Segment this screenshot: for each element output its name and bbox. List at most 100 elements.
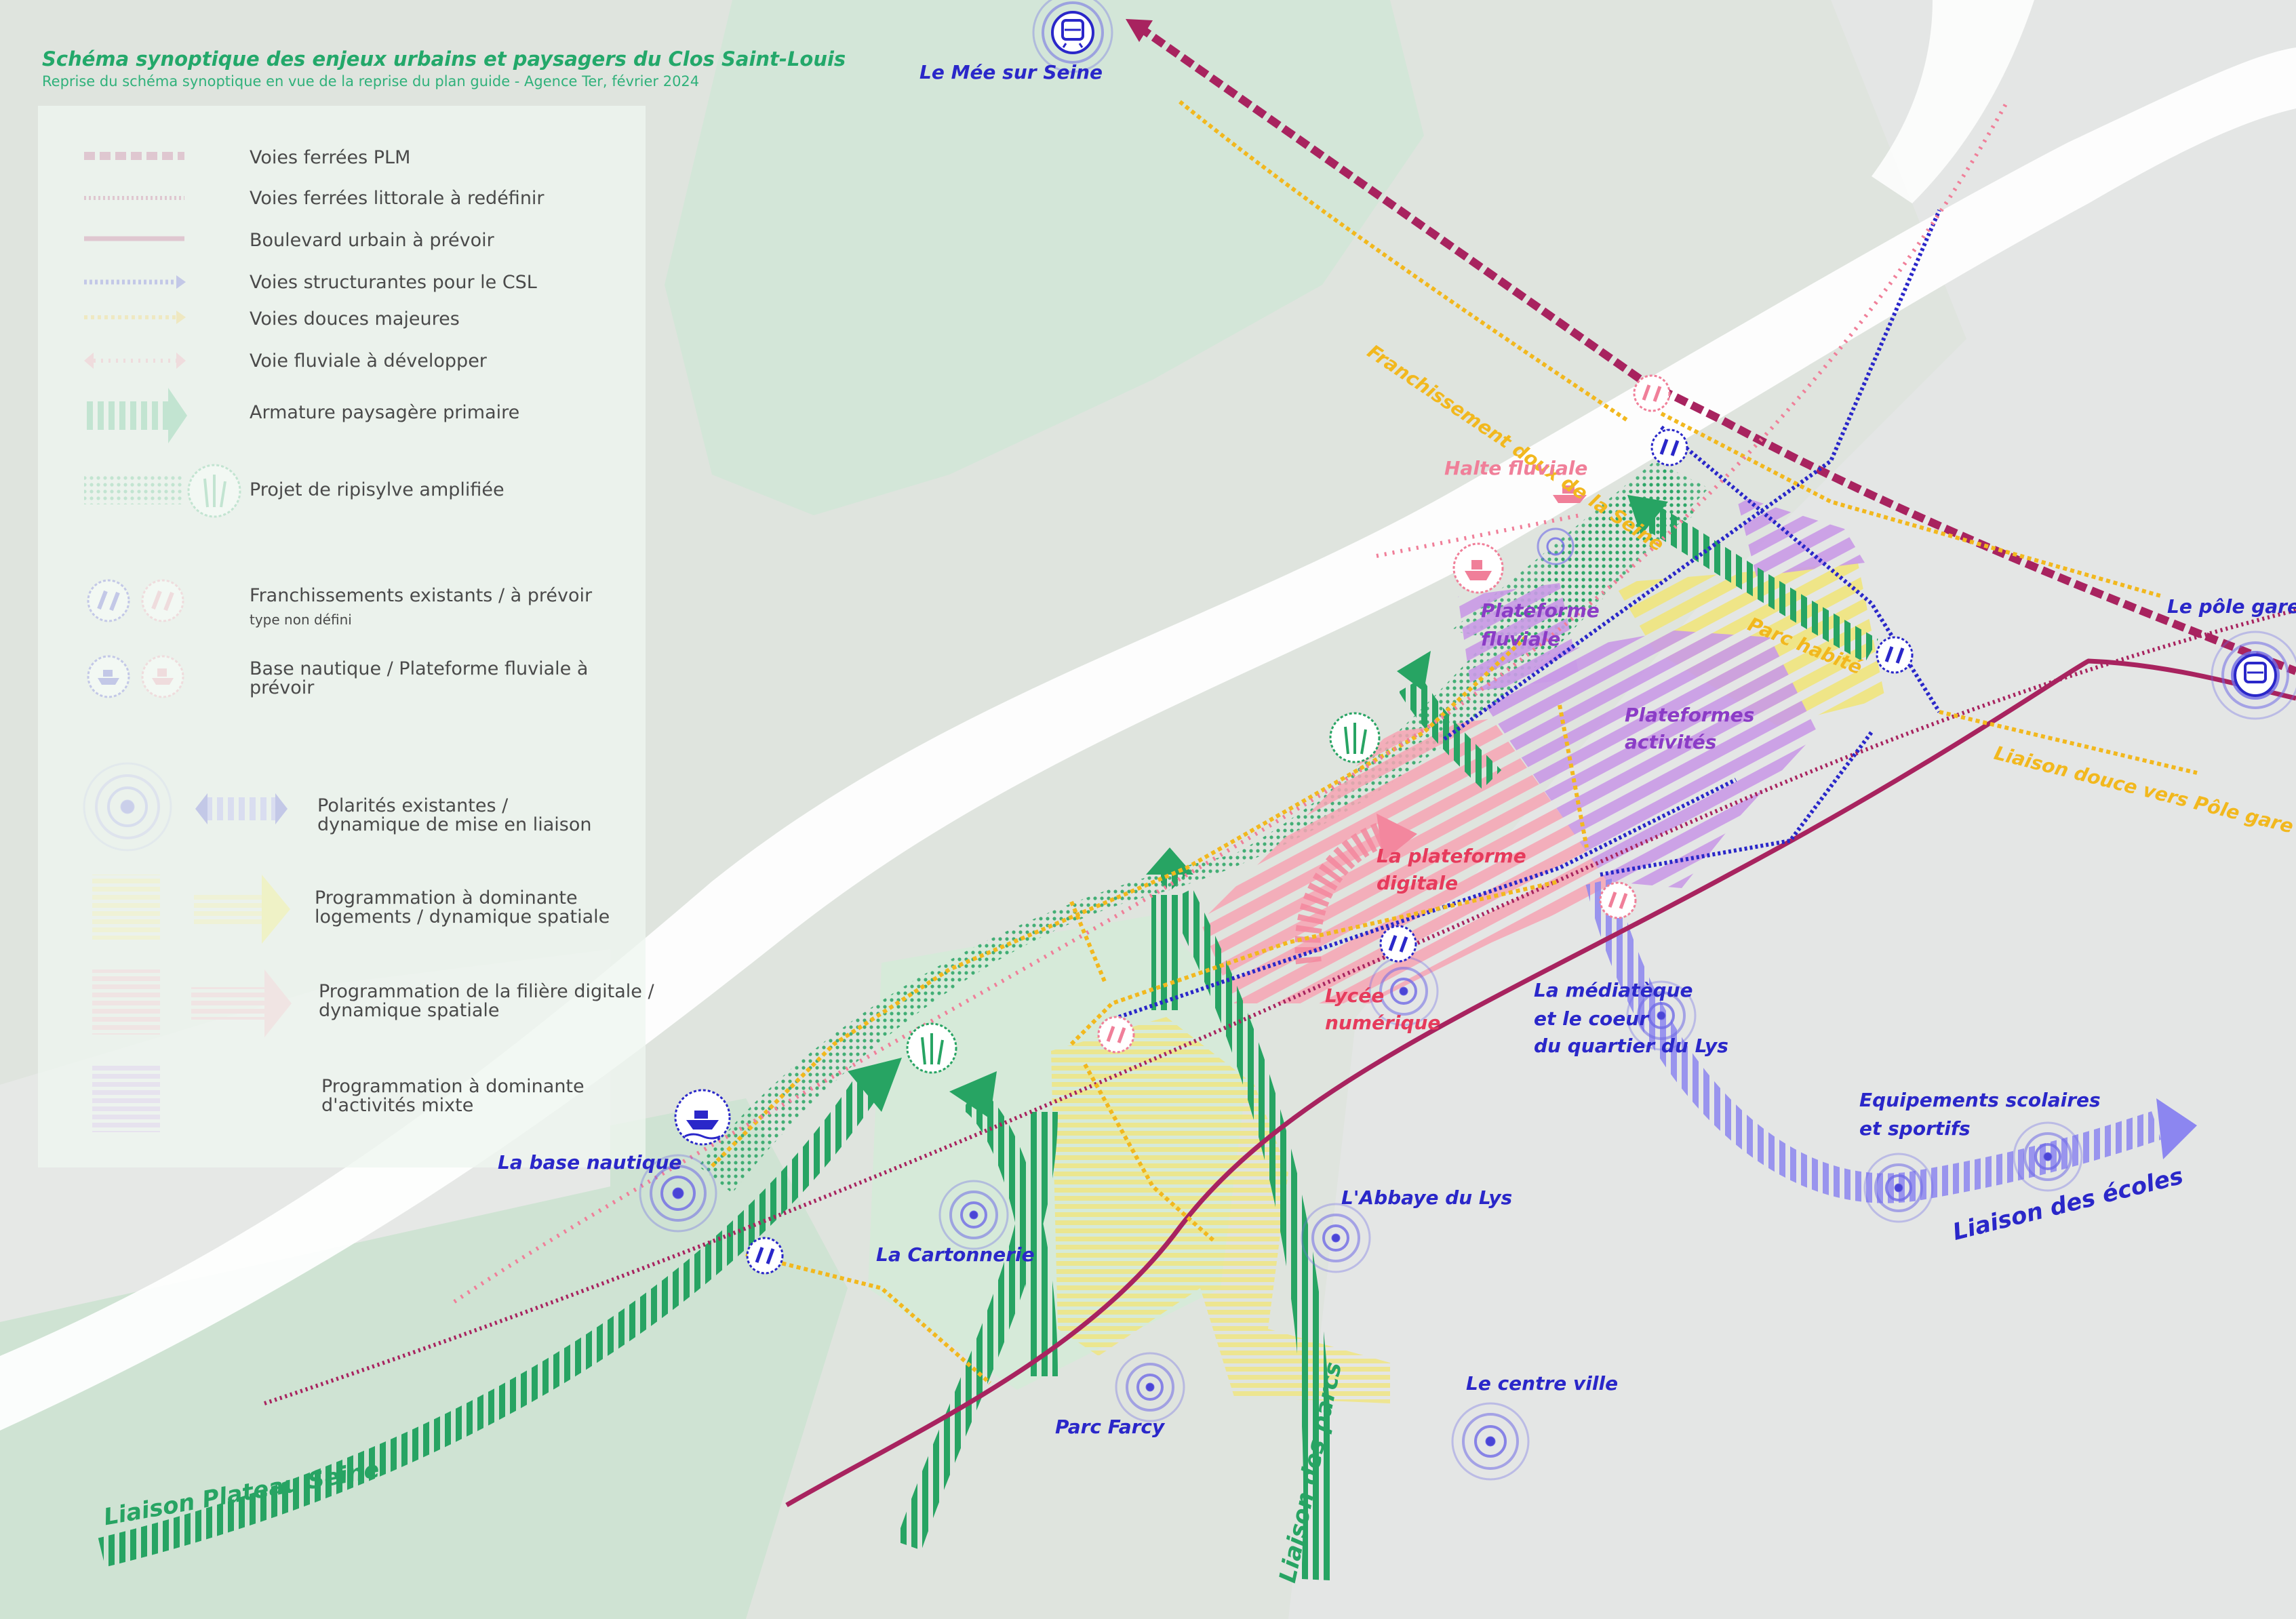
legend-label-boulevard: Boulevard urbain à prévoir: [250, 230, 494, 251]
polarity-mee: [1032, 0, 1113, 73]
place-label-base-nautique: La base nautique: [498, 1151, 682, 1174]
voie-ferree-littorale: [264, 608, 2296, 1405]
voie-douce-5: [1069, 879, 1560, 1046]
two-way-arrows-icon: [746, 1237, 784, 1275]
legend-label-base-nautique-2: prévoir: [250, 677, 315, 698]
voie-douce-2: [1179, 100, 1629, 422]
arrowhead-4: [1397, 651, 1431, 692]
legend-label-ripisylve: Projet de ripisylve amplifiée: [250, 479, 504, 500]
voie-structurante-4: [1600, 731, 1874, 877]
legend-label-digitale-1: Programmation de la filière digitale /: [319, 981, 654, 1002]
arrowhead-1: [848, 1058, 902, 1112]
voie-fluviale: [453, 100, 2009, 1304]
legend-label-polarites-2: dynamique de mise en liaison: [317, 814, 592, 835]
legend-label-base-nautique-1: Base nautique / Plateforme fluviale à: [250, 658, 589, 679]
voie-douce-7: [1083, 1063, 1215, 1243]
place-label-plateforme-digitale-2: digitale: [1377, 872, 1459, 894]
liaison-ecoles-arrowhead: [2156, 1098, 2197, 1159]
armature-arrow-7: [1641, 503, 1878, 663]
two-way-arrows-icon: [1097, 1016, 1135, 1054]
legend-label-armature: Armature paysagère primaire: [250, 402, 520, 423]
voie-structurante-3: [1660, 425, 1941, 713]
train-station-icon: [1051, 11, 1094, 54]
voie-douce-6: [745, 1252, 991, 1385]
legend-label-activites-2: d'activités mixte: [321, 1095, 474, 1116]
voie-ferree-plm: [1136, 24, 2296, 675]
legend-label-polarites-1: Polarités existantes /: [317, 795, 509, 816]
arrowhead-5: [1627, 495, 1668, 536]
reeds-icon: [906, 1022, 957, 1074]
reeds-icon: [1329, 712, 1381, 763]
legend-note-franchissements: type non défini: [250, 612, 352, 628]
zone-plateforme-fluviale: [1458, 583, 1580, 692]
legend-label-logements-2: logements / dynamique spatiale: [315, 906, 610, 927]
armature-arrow-6: [1398, 677, 1502, 790]
polarity-parc-farcy: [1115, 1352, 1185, 1422]
two-way-arrows-icon: [1379, 925, 1417, 963]
liaison-plateau-seine-arrow: [98, 1076, 881, 1567]
place-label-abbaye: L'Abbaye du Lys: [1341, 1186, 1513, 1209]
voies-douces: [710, 100, 2198, 1385]
voie-structurante-2: [1443, 209, 1941, 741]
place-label-plateforme-fluviale-1: Plateforme: [1481, 599, 1600, 622]
place-label-plateformes-activites-1: Plateformes: [1625, 704, 1755, 726]
polarity-equipements-1: [1863, 1153, 1934, 1223]
place-label-plateforme-digitale-1: La plateforme: [1377, 845, 1526, 867]
train-station-icon: [2234, 654, 2277, 697]
polarity-abbaye: [1301, 1203, 1371, 1273]
digitale-arrowhead: [1377, 814, 1417, 861]
polarity-base-nautique: [639, 1154, 717, 1233]
place-label-pole-gare: Le pôle gare: [2167, 595, 2296, 618]
forest-area: [665, 0, 1424, 515]
polarity-mediatheque: [1626, 980, 1697, 1051]
place-label-halte: Halte fluviale: [1444, 457, 1588, 479]
polarity-equipements-2: [2013, 1121, 2083, 1192]
boat-icon: [674, 1089, 731, 1146]
legend-label-douces: Voies douces majeures: [250, 308, 460, 329]
map-title: Schéma synoptique des enjeux urbains et …: [42, 47, 846, 71]
voie-douce-1: [710, 635, 1528, 1168]
legend-label-logements-1: Programmation à dominante: [315, 887, 578, 908]
place-label-lycee-1: Lycée: [1325, 984, 1385, 1007]
boulevard-urbain: [785, 658, 2296, 1508]
legend-label-rail-plm: Voies ferrées PLM: [250, 147, 411, 168]
place-label-parc-farcy: Parc Farcy: [1055, 1416, 1165, 1438]
map-subtitle: Reprise du schéma synoptique en vue de l…: [42, 73, 700, 89]
liaison-ecoles-arrow: [1585, 877, 2161, 1203]
polarity-centre-ville: [1451, 1402, 1530, 1481]
liaison-des-parcs-arrow: [1167, 888, 1332, 1580]
legend-label-rail-littorale: Voies ferrées littorale à redéfinir: [250, 188, 545, 209]
urban-east: [1288, 0, 2296, 1619]
place-label-cartonnerie: La Cartonnerie: [876, 1243, 1035, 1266]
legend-label-fluviale: Voie fluviale à développer: [250, 351, 487, 372]
legend-label-activites-1: Programmation à dominante: [321, 1076, 585, 1097]
polarity-cartonnerie: [938, 1180, 1009, 1250]
legend-label-digitale-2: dynamique spatiale: [319, 1000, 500, 1021]
place-label-centre-ville: Le centre ville: [1466, 1372, 1619, 1395]
two-way-arrows-icon: [1650, 428, 1688, 466]
legend-label-structurantes: Voies structurantes pour le CSL: [250, 272, 537, 293]
polarity-halte: [1537, 527, 1575, 565]
legend-panel: [38, 106, 646, 1167]
legend-label-franchissements: Franchissements existants / à prévoir: [250, 585, 593, 606]
zone-digitale: [1200, 719, 1614, 1003]
place-label-plateformes-activites-2: activités: [1625, 731, 1717, 753]
place-label-equipements-2: et sportifs: [1859, 1117, 1971, 1140]
place-label-plateforme-fluviale-2: fluviale: [1481, 628, 1561, 650]
voie-fluviale-halte: [1376, 513, 1581, 558]
polarity-pole-gare: [2211, 631, 2296, 720]
place-label-lycee-2: numérique: [1325, 1012, 1441, 1034]
voie-douce-3: [1660, 412, 2164, 599]
seine-upper-branch: [1872, 0, 2034, 203]
place-label-mee: Le Mée sur Seine: [919, 61, 1103, 83]
two-way-arrows-icon: [1633, 374, 1671, 412]
place-label-mediatheque-2: et le coeur: [1534, 1007, 1649, 1030]
armature-arrow-2: [896, 1111, 1058, 1551]
place-label-equipements-1: Equipements scolaires: [1859, 1089, 2101, 1111]
place-label-mediatheque-1: La médiatèque: [1534, 979, 1693, 1001]
two-way-arrows-icon: [1599, 881, 1637, 919]
zone-logements-south: [1051, 1017, 1390, 1403]
two-way-arrows-icon: [1876, 636, 1914, 674]
